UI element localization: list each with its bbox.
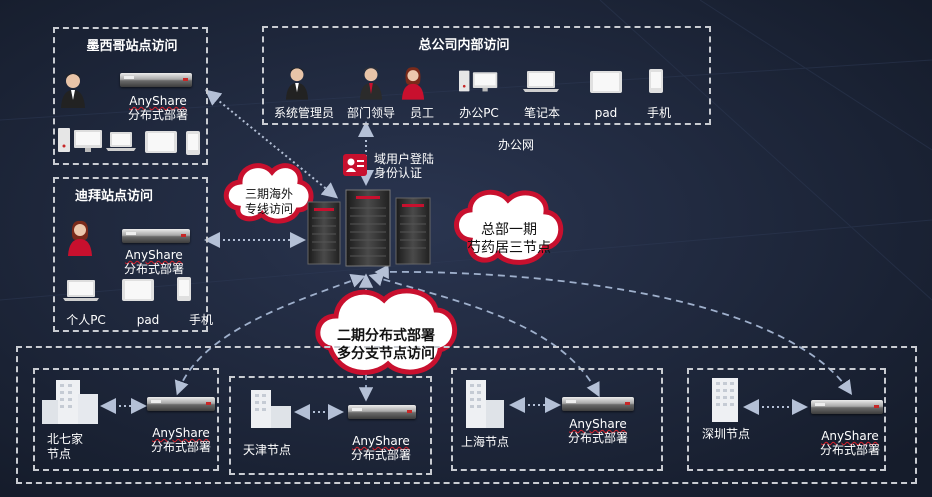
building-icon [466,380,504,428]
branch-beiqijia-anyshare: AnyShare [152,426,210,440]
laptop-icon [523,71,559,92]
beiqijia-anyshare-server-icon [147,397,215,411]
dubai-anyshare: AnyShare [125,248,183,262]
role-dept-leader: 部门领导 [346,106,396,120]
cloud-overseas [223,163,314,224]
central-server-cluster-icon [307,189,431,267]
branch-box-beiqijia [33,368,219,471]
branch-beiqijia-line2: 节点 [47,447,72,461]
role-sysadmin: 系统管理员 [273,106,335,120]
sysadmin-person-icon [285,67,309,100]
hq-box [262,26,711,125]
hq-device-office-pc: 办公PC [459,106,499,120]
branch-beiqijia-line1: 北七家 [47,432,84,446]
overseas-line2: 专线访问 [244,202,294,216]
tablet-icon [145,131,177,153]
branch-shenzhen-anyshare: AnyShare [821,429,879,443]
phone-icon [186,131,200,155]
hq-device-phone: 手机 [646,106,672,120]
phone-icon [177,277,191,301]
phase2-line2: 多分支节点访问 [337,346,435,362]
shenzhen-anyshare-server-icon [811,400,883,414]
branch-tianjin-line1: 天津节点 [243,443,292,457]
branch-shanghai-line1: 上海节点 [461,435,510,449]
office-network-label: 办公网 [497,138,535,152]
branch-tianjin-deploy: 分布式部署 [350,448,412,462]
laptop-icon [106,132,136,151]
hq-phase1-line2: 芍药居三节点 [467,240,551,256]
hq-device-laptop: 笔记本 [523,106,561,120]
hq-device-pad: pad [594,106,618,120]
manager-person-icon [61,73,85,108]
hq-title: 总公司内部访问 [418,38,510,53]
dubai-title: 迪拜站点访问 [74,189,154,204]
phone-icon [649,69,663,93]
tianjin-anyshare-server-icon [348,405,416,419]
building-icon [712,378,738,422]
employee-person-icon [401,67,425,100]
cloud-hq-phase1 [454,189,564,265]
role-employee: 员工 [409,106,435,120]
branch-shenzhen-line1: 深圳节点 [702,427,751,441]
dubai-device-pad: pad [136,313,160,327]
cloud-phase2 [315,288,458,375]
user-auth-icon [343,154,367,176]
branch-shanghai-anyshare: AnyShare [569,417,627,431]
mexico-deploy: 分布式部署 [127,108,189,122]
link-mexico [204,89,339,199]
mexico-anyshare-server-icon [120,73,192,87]
branch-box-tianjin [229,376,432,475]
dubai-device-phone: 手机 [188,313,214,327]
shanghai-anyshare-server-icon [562,397,634,411]
dubai-deploy: 分布式部署 [123,262,185,276]
mexico-box [53,27,208,165]
laptop-icon [63,280,99,301]
branch-shanghai-deploy: 分布式部署 [567,431,629,445]
branch-box-shanghai [451,368,663,471]
auth-line2: 身份认证 [374,166,423,180]
dubai-box [53,177,208,332]
mexico-anyshare: AnyShare [129,94,187,108]
branch-tianjin-anyshare: AnyShare [352,434,410,448]
overseas-line1: 三期海外 [244,187,294,201]
desktop-pc-icon [58,128,102,152]
dubai-device-pc: 个人PC [66,313,106,327]
department-leader-icon [359,67,383,100]
mexico-title: 墨西哥站点访问 [86,39,178,54]
branch-beiqijia-deploy: 分布式部署 [150,440,212,454]
tablet-icon [590,71,622,93]
branches-box [16,346,917,484]
branch-box-shenzhen [687,368,886,471]
auth-line1: 域用户登陆 [374,152,435,166]
building-icon [42,380,98,424]
branch-shenzhen-deploy: 分布式部署 [819,443,881,457]
tablet-icon [122,279,154,301]
phase2-line1: 二期分布式部署 [337,328,435,344]
building-icon [251,390,291,428]
dubai-anyshare-server-icon [122,229,190,243]
office-pc-icon [459,70,498,92]
hq-phase1-line1: 总部一期 [481,222,537,238]
female-employee-icon [68,220,92,256]
